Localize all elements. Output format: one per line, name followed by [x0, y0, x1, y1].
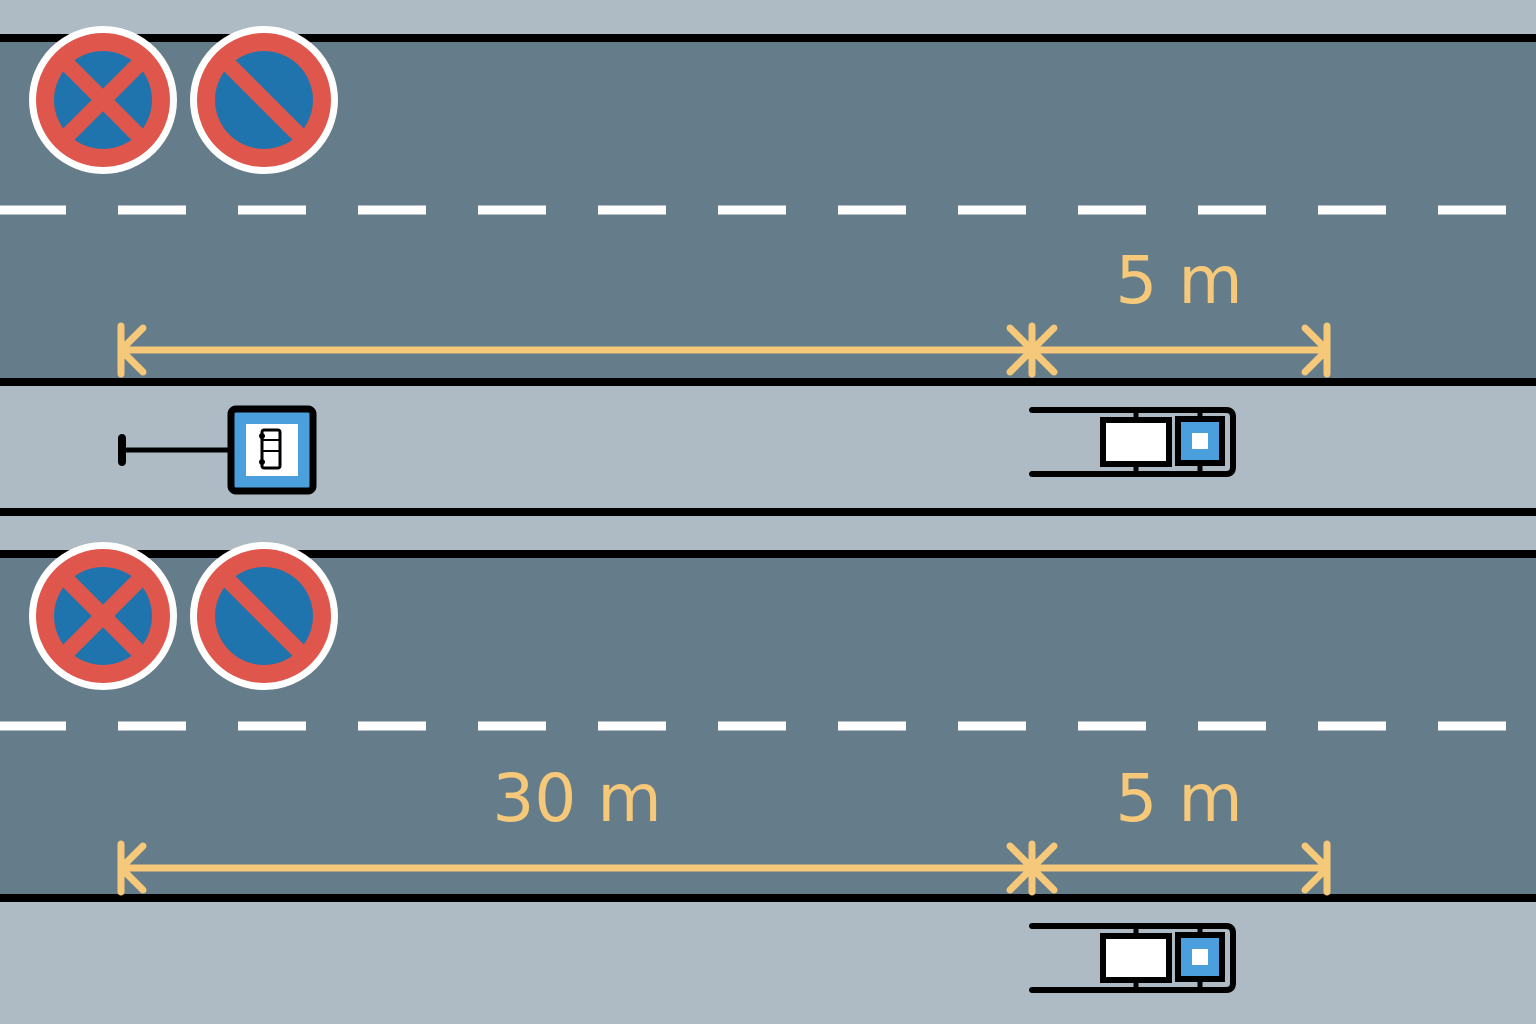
- no-parking-sign-icon: [190, 26, 338, 174]
- dimension-line-bottom: [117, 840, 1331, 896]
- scene-bottom: 30 m 5 m: [0, 542, 1536, 993]
- scene-top: 5 m: [0, 26, 1536, 516]
- no-parking-sign-icon: [190, 542, 338, 690]
- dimension-label-bottom-30m: 30 m: [492, 760, 661, 837]
- crosswalk-signal-icon: [1029, 923, 1236, 993]
- no-stopping-sign-icon: [29, 26, 177, 174]
- dimension-label-top-5m: 5 m: [1115, 242, 1242, 319]
- no-stopping-sign-icon: [29, 542, 177, 690]
- dimension-line-top: [117, 322, 1331, 378]
- crosswalk-signal-icon: [1029, 407, 1236, 477]
- dimension-label-bottom-5m: 5 m: [1115, 760, 1242, 837]
- bus-stop-sign-icon: [118, 405, 317, 495]
